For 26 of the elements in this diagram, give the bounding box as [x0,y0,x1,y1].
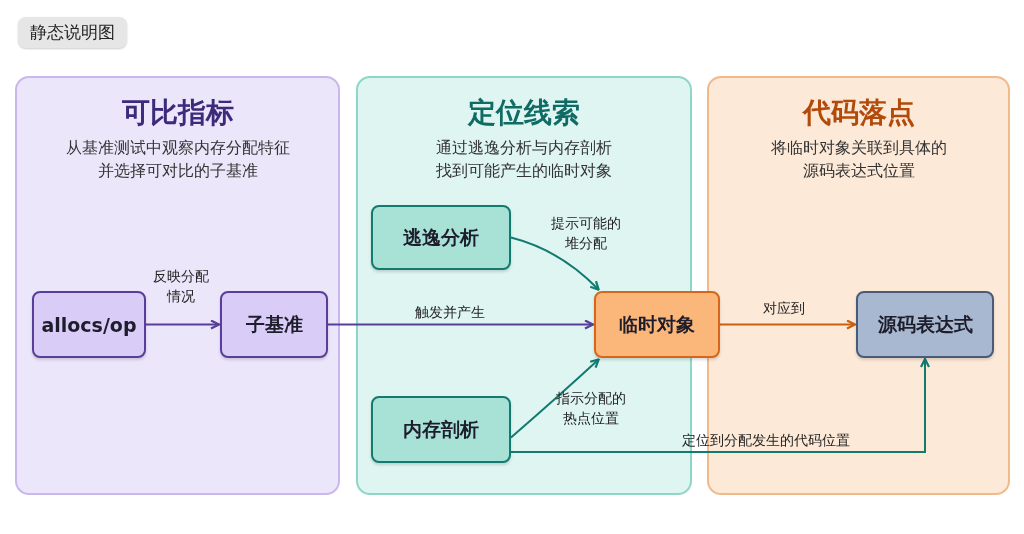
process-box: 子基准 [220,291,328,358]
edge-label: 指示分配的热点位置 [555,389,627,428]
panel [15,76,340,495]
process-box: 逃逸分析 [371,205,511,270]
process-box: 源码表达式 [856,291,994,358]
edge-label: 对应到 [762,299,806,318]
panel-description: 通过逃逸分析与内存剖析找到可能产生的临时对象 [435,137,613,182]
process-box: 内存剖析 [371,396,511,463]
edge-label: 提示可能的堆分配 [550,214,622,253]
edge-label: 定位到分配发生的代码位置 [681,431,851,450]
arrow [510,358,600,439]
panel-description: 将临时对象关联到具体的源码表达式位置 [769,137,948,182]
panel-heading: 代码落点 [801,95,916,131]
edge-label: 触发并产生 [414,303,486,322]
metric-box: allocs/op [32,291,146,358]
panel-heading: 定位线索 [466,95,581,131]
panel-heading: 可比指标 [120,95,235,131]
arrow [510,236,600,291]
title-badge: 静态说明图 [18,17,127,48]
arrow [327,319,595,330]
panel-description: 从基准测试中观察内存分配特征并选择可对比的子基准 [64,137,291,182]
arrow [510,357,931,453]
arrow [145,319,221,330]
process-box: 临时对象 [594,291,720,358]
arrow [719,319,857,330]
edge-label: 反映分配情况 [152,267,210,306]
